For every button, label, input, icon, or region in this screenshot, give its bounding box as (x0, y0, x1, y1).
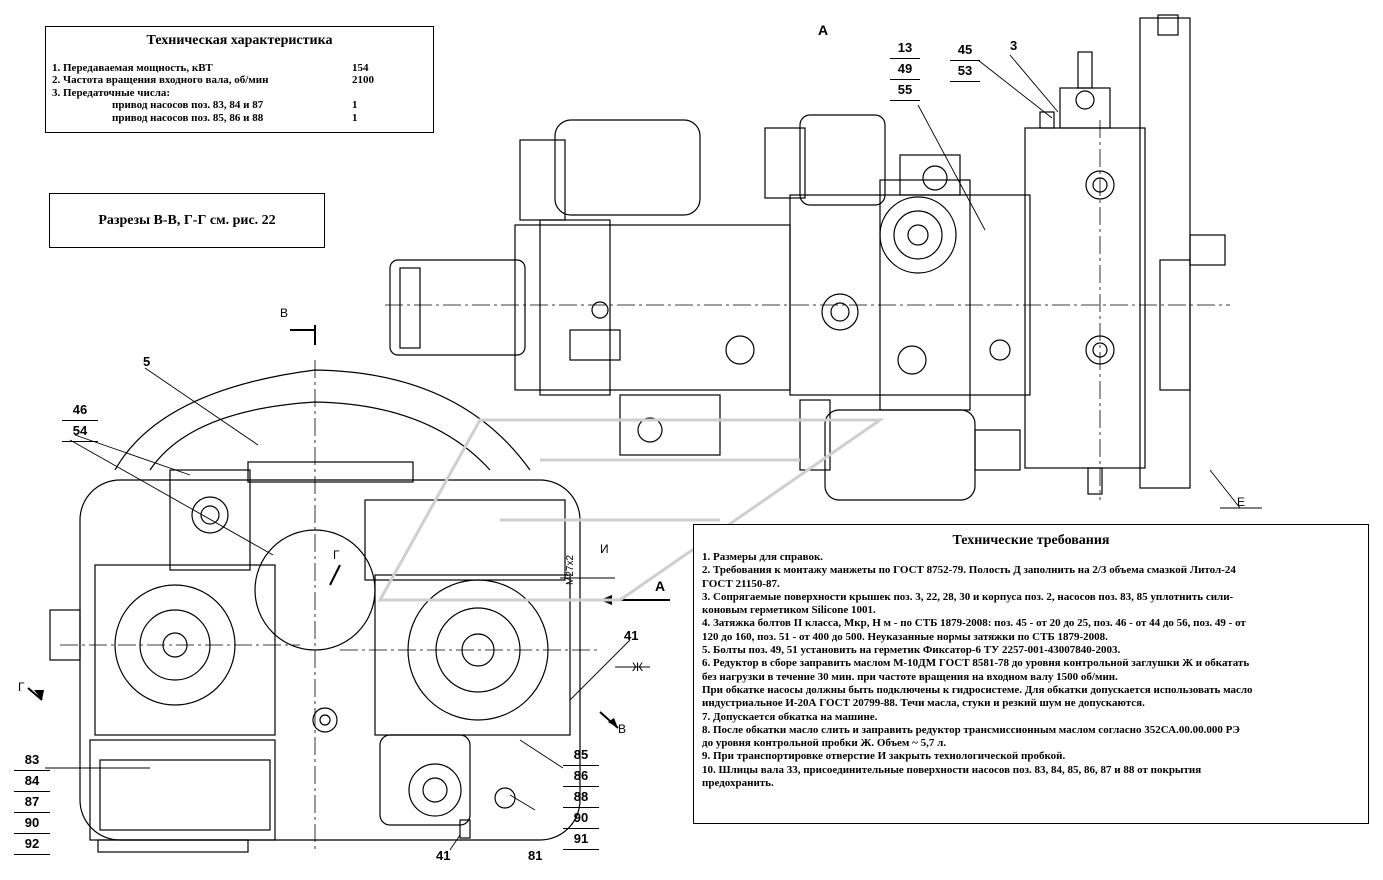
callout-group-83: 83 84 87 90 92 (14, 750, 50, 855)
pump-gear-ring (879, 196, 957, 274)
section-label-v-top: В (280, 306, 289, 320)
central-pump-body (789, 194, 1031, 396)
requirement-line: 3. Сопрягаемые поверхности крышек поз. 3… (702, 590, 1234, 603)
left-pump-front (94, 564, 276, 736)
section-label-g-center: Г (333, 548, 340, 562)
callout-group-85: 85 86 88 90 91 (563, 745, 599, 850)
requirement-line: 5. Болты поз. 49, 51 установить на герме… (702, 644, 1121, 657)
requirement-line: 4. Затяжка болтов II класса, Мкр, Н м - … (702, 617, 1246, 630)
requirement-line: 7. Допускается обкатка на машине. (702, 710, 878, 723)
spec-row: 3. Передаточные числа: (52, 86, 171, 99)
requirement-line: 6. Редуктор в сборе заправить маслом М-1… (702, 657, 1250, 670)
right-pump-front (374, 574, 571, 736)
requirement-line: без нагрузки в течение 30 мин. при часто… (702, 670, 1118, 683)
requirement-line: 8. После обкатки масло слить и заправить… (702, 723, 1240, 736)
requirement-line: 2. Требования к монтажу манжеты по ГОСТ … (702, 564, 1236, 577)
callout-41-bottom: 41 (436, 848, 451, 863)
thread-dimension: M27x2 (565, 554, 576, 585)
callout-group-45: 45 53 (950, 40, 980, 82)
requirement-line: индустриальное И-20А ГОСТ 20799-88. Течи… (702, 697, 1145, 710)
requirements-title: Технические требования (952, 533, 1110, 548)
requirement-line: предохранить. (702, 777, 774, 790)
callout-41-right: 41 (624, 628, 639, 643)
label-zh: Ж (632, 660, 644, 674)
requirement-line: При обкатке насосы должны быть подключен… (702, 683, 1253, 696)
requirement-line: до уровня контрольной пробки Ж. Объем ~ … (702, 737, 947, 750)
oil-filter-top (799, 114, 886, 206)
requirement-line: ГОСТ 21150-87. (702, 577, 780, 590)
requirements-list: 1. Размеры для справок.2. Требования к м… (702, 551, 1362, 790)
requirement-line: 9. При транспортировке отверстие И закры… (702, 750, 1066, 763)
technical-requirements: Технические требования 1. Размеры для сп… (693, 524, 1369, 824)
requirement-line: коновым герметиком Silicone 1001. (702, 604, 876, 617)
sections-note: Разрезы В-В, Г-Г см. рис. 22 (49, 193, 325, 248)
section-label-g-left: Г (18, 680, 25, 694)
gearbox-front-housing (79, 479, 581, 841)
view-label-a-arrow: А (655, 578, 666, 594)
callout-5: 5 (143, 354, 151, 369)
oil-filter-bottom (824, 409, 976, 501)
label-i: И (600, 542, 609, 556)
requirement-line: 120 до 160, поз. 51 - от 400 до 500. Неу… (702, 630, 1108, 643)
oil-filter-left (554, 119, 701, 216)
spec-table: Техническая характеристика 1. Передаваем… (45, 26, 434, 133)
gearbox-flange-housing (1024, 127, 1146, 469)
callout-3: 3 (1010, 38, 1018, 53)
requirement-line: 10. Шлицы вала 33, присоединительные пов… (702, 763, 1202, 776)
label-e: Е (1237, 495, 1246, 509)
spec-row: 2. Частота вращения входного вала, об/ми… (52, 74, 374, 87)
callout-81: 81 (528, 848, 543, 863)
spec-table-title: Техническая характеристика (146, 33, 333, 48)
ring-gear-outline (114, 369, 531, 471)
section-label-v-bottom: В (618, 722, 627, 736)
callout-group-46: 46 54 (62, 400, 98, 442)
view-label-a: А (818, 22, 829, 38)
mounting-flange (1139, 17, 1191, 489)
requirement-line: 1. Размеры для справок. (702, 551, 824, 563)
left-pump-body (514, 224, 791, 391)
callout-group-13: 13 49 55 (890, 38, 920, 101)
